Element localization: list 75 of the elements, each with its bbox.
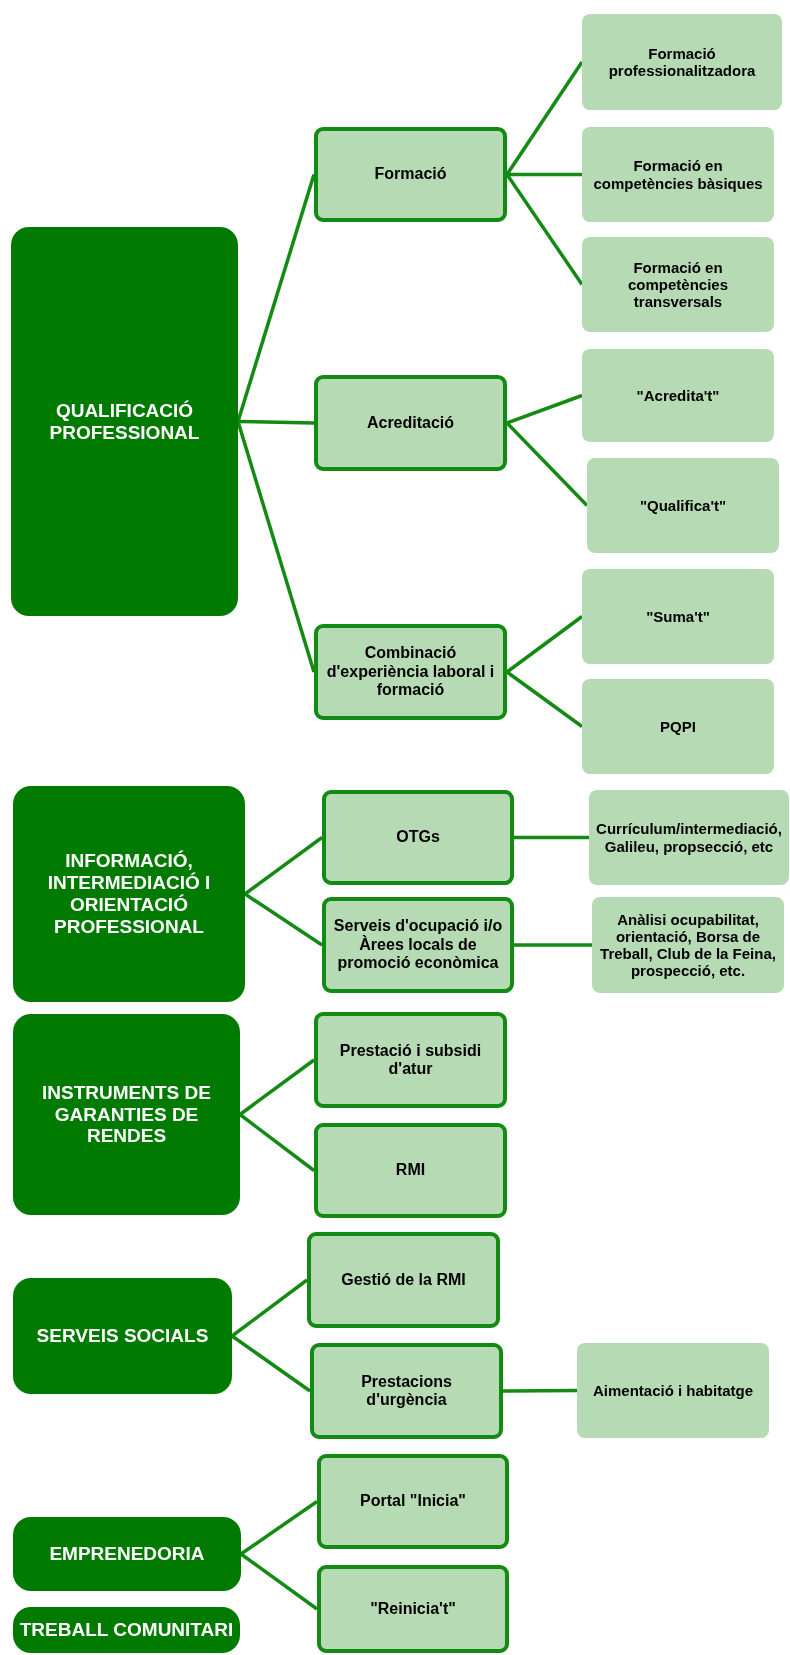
box-label: "Qualifica't"	[639, 496, 727, 515]
subcategory-box	[317, 1565, 509, 1653]
detail-box	[582, 14, 782, 110]
box-label: OTGs	[396, 828, 440, 847]
subcategory-box	[314, 375, 507, 471]
connector-line	[236, 421, 316, 673]
category-box	[13, 1607, 240, 1653]
connector-line	[244, 892, 323, 947]
category-box	[13, 1014, 240, 1215]
connector-line	[506, 393, 583, 425]
subcategory-box	[317, 1454, 509, 1549]
box-label: Aimentació i habitatge	[593, 1381, 753, 1400]
subcategory-box	[322, 897, 514, 993]
connector-line	[236, 174, 316, 422]
box-label: QUALIFICACIÓ PROFESSIONAL	[48, 399, 201, 444]
subcategory-box	[314, 624, 507, 720]
box-label: Anàlisi ocupabilitat, orientació, Borsa de Treball, Club de la Feina, prospecció, etc.	[599, 910, 777, 980]
connector-line	[505, 421, 589, 507]
box-label: Formació en competències bàsiques	[592, 157, 764, 192]
box-label: Combinació d'experiència laboral i formació	[325, 644, 496, 700]
connector-line	[507, 172, 582, 177]
box-label: INSTRUMENTS DE GARANTIES DE RENDES	[41, 1081, 212, 1148]
connector-line	[240, 1500, 318, 1556]
connector-line	[239, 1552, 319, 1611]
subcategory-box	[310, 1343, 503, 1439]
subcategory-box	[314, 127, 507, 222]
box-label: PQPI	[660, 717, 696, 736]
box-label: INFORMACIÓ, INTERMEDIACIÓ I ORIENTACIÓ PROFESSIONAL	[46, 850, 212, 938]
detail-box	[589, 790, 789, 885]
connector-line	[505, 173, 584, 286]
detail-box	[592, 897, 784, 993]
box-label: Gestió de la RMI	[341, 1270, 466, 1290]
detail-box	[587, 458, 779, 553]
box-label: Portal "Inicia"	[360, 1492, 466, 1511]
box-label: Currículum/intermediació, Galileu, propsecció, etc	[595, 820, 783, 855]
connector-line	[514, 943, 592, 947]
box-label: Formació professionalitzadora	[607, 44, 757, 80]
box-label: Formació en competències transversals	[626, 258, 729, 311]
connector-line	[230, 1278, 309, 1338]
box-label: Serveis d'ocupació i/o Àrees locals de promoció econòmica	[332, 917, 504, 973]
connector-line	[505, 670, 584, 728]
connector-line	[243, 836, 324, 896]
box-label: "Suma't"	[646, 607, 710, 626]
box-label: TREBALL COMUNITARI	[19, 1619, 234, 1641]
detail-box	[582, 237, 774, 332]
box-label: "Reinicia't"	[370, 1599, 456, 1619]
category-box	[11, 227, 238, 616]
detail-box	[582, 127, 774, 222]
box-label: RMI	[395, 1161, 426, 1180]
connector-line	[505, 615, 584, 674]
box-label: Prestació i subsidi d'atur	[338, 1041, 483, 1079]
box-label: Formació	[374, 165, 447, 184]
connector-line	[505, 61, 584, 176]
detail-box	[577, 1343, 769, 1438]
box-label: EMPRENEDORIA	[49, 1543, 205, 1565]
subcategory-box	[314, 1012, 507, 1108]
detail-box	[582, 679, 774, 774]
subcategory-box	[307, 1232, 500, 1328]
connector-line	[503, 1388, 577, 1393]
connector-line	[514, 835, 589, 840]
detail-box	[582, 349, 774, 442]
subcategory-box	[314, 1123, 507, 1218]
connector-line	[237, 419, 315, 425]
category-box	[13, 1517, 241, 1591]
category-box	[13, 1278, 232, 1394]
category-box	[13, 786, 245, 1002]
subcategory-box	[322, 790, 514, 885]
box-label: Acreditació	[366, 413, 455, 433]
connector-line	[231, 1334, 311, 1393]
box-label: "Acredita't"	[636, 386, 720, 405]
connector-line	[238, 1113, 316, 1172]
detail-box	[582, 569, 774, 664]
box-label: Prestacions d'urgència	[360, 1372, 453, 1410]
box-label: SERVEIS SOCIALS	[36, 1325, 209, 1347]
connector-line	[238, 1058, 316, 1116]
